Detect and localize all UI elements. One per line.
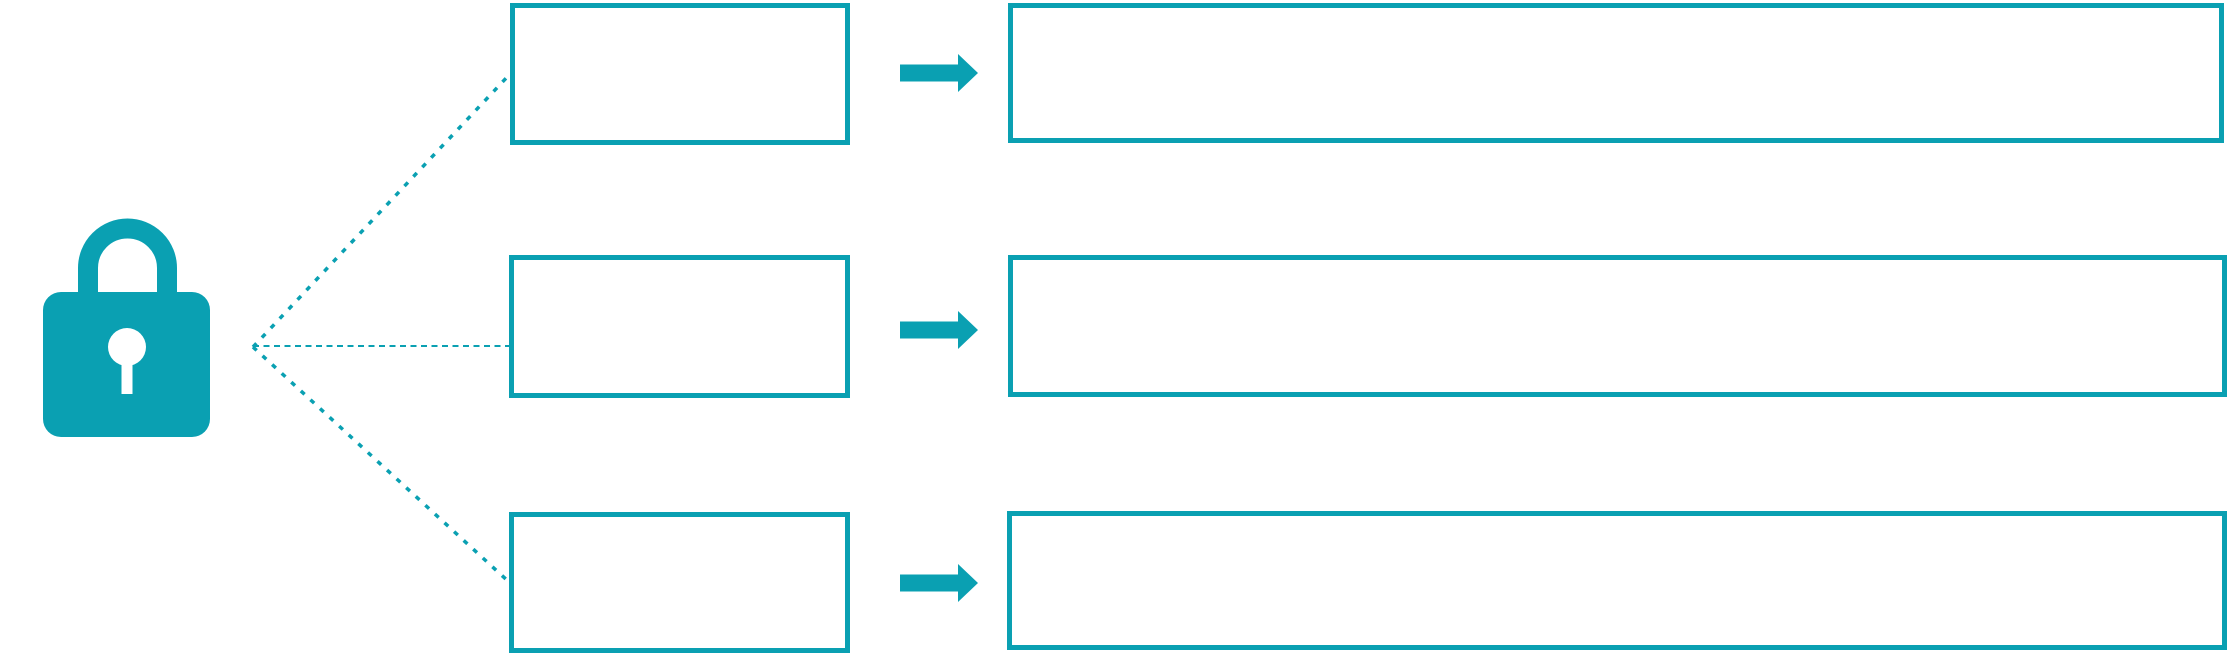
- row-arrows: [900, 54, 978, 602]
- arrow-right-icon: [900, 311, 978, 349]
- topic-box-1: [510, 3, 850, 145]
- connector-line-bottom: [251, 345, 511, 584]
- arrow-right-icon: [900, 54, 978, 92]
- lock-icon: [43, 218, 210, 437]
- connector-lines: [251, 72, 512, 584]
- arrow-right-icon: [900, 564, 978, 602]
- connector-line-top: [251, 72, 512, 349]
- topic-box-2: [509, 255, 850, 398]
- detail-box-3: [1007, 511, 2227, 650]
- lock-shackle: [78, 218, 177, 302]
- lock-keyhole-circle: [108, 328, 146, 366]
- lock-keyhole-stem: [121, 350, 133, 394]
- detail-box-1: [1008, 3, 2224, 143]
- detail-box-2: [1008, 255, 2227, 397]
- topic-box-3: [509, 512, 850, 653]
